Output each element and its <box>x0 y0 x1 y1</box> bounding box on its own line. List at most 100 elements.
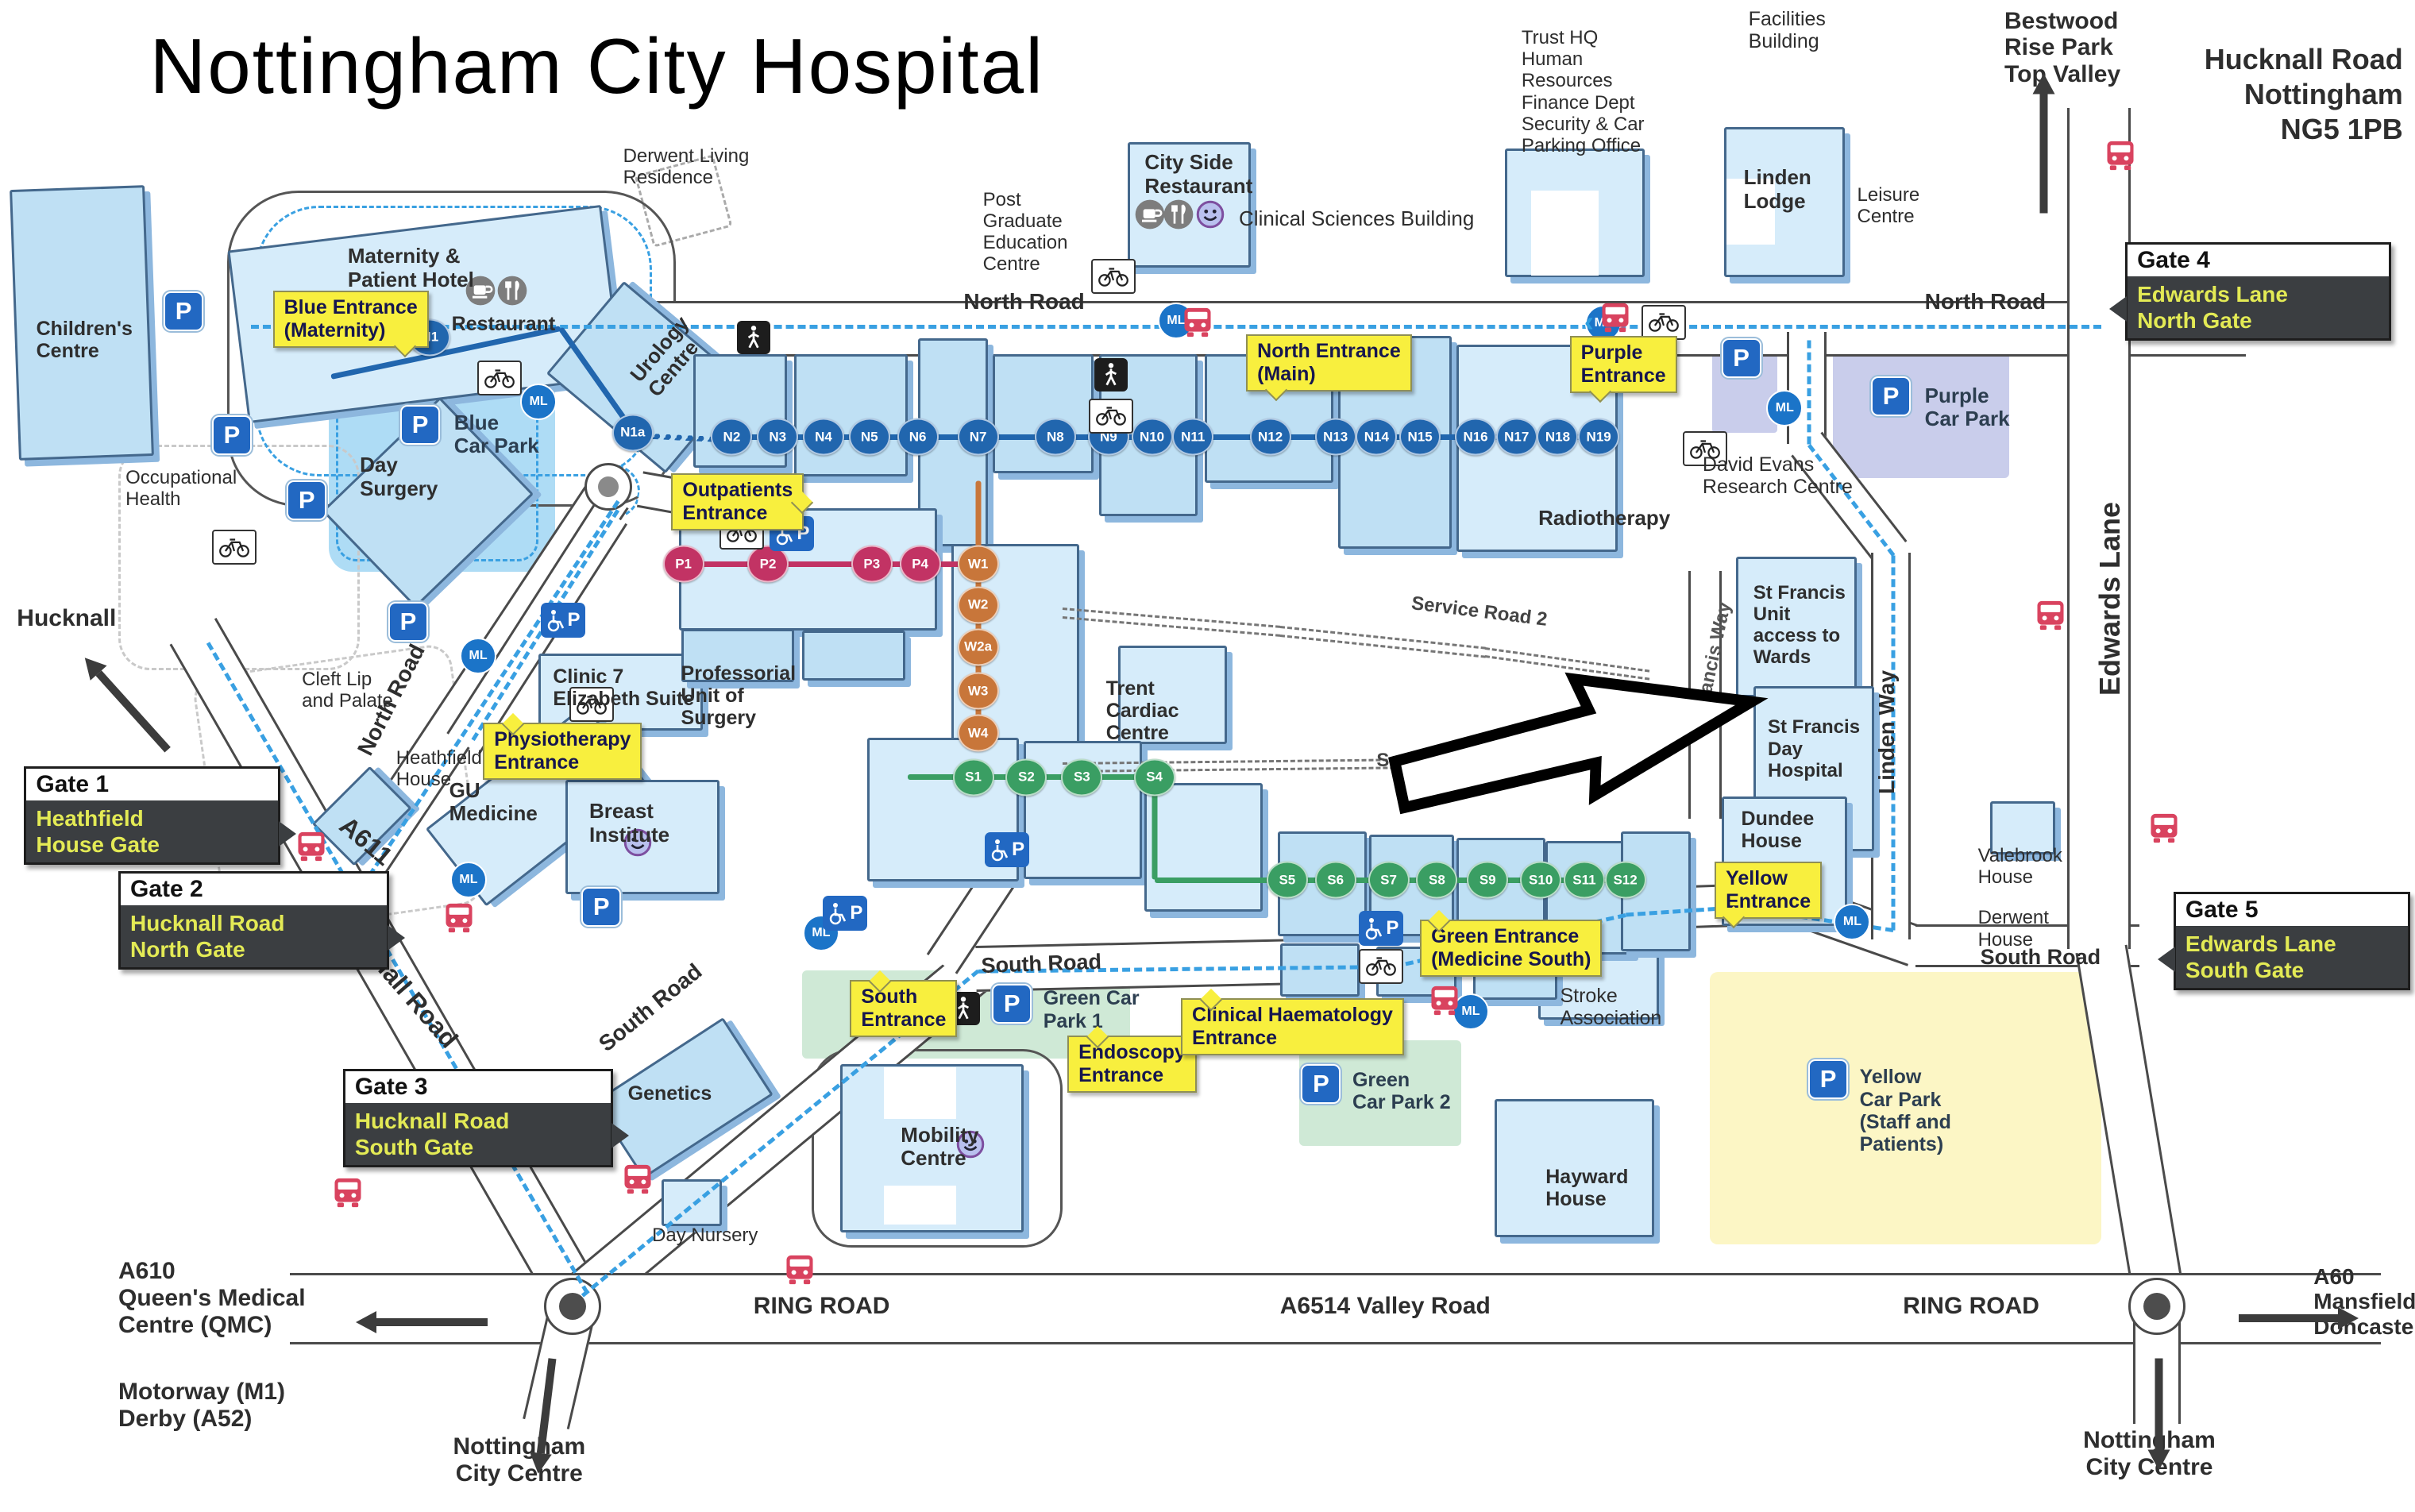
valebrook-house-building <box>1989 801 2055 855</box>
service-road-dash <box>1062 615 1280 637</box>
restaurant-icon <box>495 273 530 308</box>
yellow-car-park-label: Yellow Car Park (Staff and Patients) <box>1859 1066 1951 1156</box>
restaurant-label: Restaurant <box>451 313 556 336</box>
route-node-P4: P4 <box>899 545 941 583</box>
hucknall-arrow <box>75 646 179 758</box>
route-node-S1: S1 <box>952 758 994 796</box>
mansfield-arrow <box>2239 1306 2360 1334</box>
clinic-7-elizabeth-suite-label: Clinic 7 Elizabeth Suite <box>553 665 695 710</box>
bus-stop-icon <box>295 831 327 862</box>
cycle-parking-icon <box>1682 431 1727 467</box>
parking-icon: P <box>164 291 204 332</box>
route-node-N13: N13 <box>1314 418 1356 456</box>
cycle-parking-icon <box>1088 398 1133 434</box>
cleft-lip-palate-label: Cleft Lip and Palate <box>302 668 393 712</box>
a6514-valley-road-label: A6514 Valley Road <box>1279 1292 1491 1319</box>
route-node-W2a: W2a <box>957 628 999 666</box>
campus-roundabout-island <box>598 476 619 498</box>
gate-2-callout-pointer <box>387 924 405 951</box>
gate-1-callout-pointer <box>278 820 296 847</box>
route-node-N4: N4 <box>802 418 844 456</box>
route-node-N11: N11 <box>1172 418 1214 456</box>
mobility-loop-road <box>811 1049 1063 1248</box>
pedestrian-route-icon <box>736 320 770 354</box>
bus-stop-icon <box>622 1164 654 1194</box>
gate-2-callout-body: Hucknall Road North Gate <box>118 904 389 970</box>
hospital-block <box>681 629 795 682</box>
hospital-block <box>1144 783 1263 912</box>
gate-4-callout-title: Gate 4 <box>2125 241 2391 276</box>
ring-road-east-roundabout-island <box>2143 1293 2170 1321</box>
bus-stop-icon <box>1429 986 1460 1016</box>
city-side-restaurant-label: City Side Restaurant <box>1144 150 1253 198</box>
smiley-icon <box>953 1127 988 1162</box>
route-node-N17: N17 <box>1495 418 1537 456</box>
route-node-W1: W1 <box>957 545 999 583</box>
hospital-block <box>801 630 906 681</box>
gate-5-callout-body: Edwards Lane South Gate <box>2173 926 2410 991</box>
st-francis-unit-building <box>1736 556 1858 698</box>
direction-arrow-to-st-francis <box>1375 619 1774 855</box>
david-evans-research-centre-label: David Evans Research Centre <box>1702 453 1853 499</box>
parking-icon: P <box>1808 1059 1849 1100</box>
pedestrian-route-icon <box>1094 358 1128 392</box>
day-nursery-building <box>662 1179 723 1227</box>
trust-hq-label: Trust HQ Human Resources Finance Dept Se… <box>1521 27 1645 156</box>
yellow-car-park-area <box>1710 972 2101 1244</box>
cafe-icon <box>1132 197 1167 232</box>
city-centre-right-arrow <box>2143 1358 2170 1472</box>
route-node-W2: W2 <box>957 586 999 624</box>
breast-institute-building <box>565 780 720 894</box>
parking-icon: P <box>1721 338 1761 379</box>
edwards-lane-label: Edwards Lane <box>2093 501 2126 696</box>
a60-mansfield-label: A60 Mansfield Doncaster <box>2313 1263 2415 1339</box>
route-node-S7: S7 <box>1368 861 1410 899</box>
accessible-parking-icon: P <box>1359 911 1404 947</box>
route-node-N16: N16 <box>1455 418 1497 456</box>
bus-stop-icon <box>332 1178 364 1208</box>
trent-cardiac-centre-label: Trent Cardiac Centre <box>1105 677 1179 745</box>
hospital-block <box>1279 943 1360 997</box>
physiotherapy-entrance-callout-pointer <box>502 712 525 736</box>
mobility-link-icon: ML <box>1766 390 1804 427</box>
qmc-arrow <box>354 1306 488 1334</box>
south-road-right-label: South Road <box>1980 945 2101 969</box>
gu-medicine-label: GU Medicine <box>449 777 538 825</box>
st-francis-unit-label: St Francis Unit access to Wards <box>1753 582 1846 669</box>
linden-lodge-building <box>1724 126 1846 277</box>
day-nursery-label: Day Nursery <box>652 1225 758 1247</box>
accessible-parking-icon: P <box>540 602 585 638</box>
ring-road-left-label: RING ROAD <box>753 1292 890 1319</box>
st-francis-day-hospital-label: St Francis Day Hospital <box>1768 716 1861 781</box>
cycle-parking-icon <box>477 361 523 395</box>
green-entrance-callout: Green Entrance (Medicine South) <box>1420 909 1603 977</box>
stroke-association-label: Stroke Association <box>1560 984 1662 1029</box>
mobility-centre-label: Mobility Centre <box>901 1122 979 1171</box>
parking-icon: P <box>581 887 622 928</box>
professorial-unit-surgery-label: Professorial Unit of Surgery <box>681 662 797 730</box>
physiotherapy-entrance-callout: Physiotherapy Entrance <box>483 712 642 781</box>
route-node-S3: S3 <box>1061 758 1103 796</box>
gate-5-callout-title: Gate 5 <box>2173 892 2410 927</box>
route-node-N2: N2 <box>711 418 753 456</box>
bestwood-arrow <box>2031 72 2059 214</box>
building-notch <box>884 1067 957 1119</box>
smiley-icon <box>1193 197 1228 232</box>
route-direction-chevron: ‹ <box>1584 304 1594 338</box>
post-graduate-education-centre-label: Post Graduate Education Centre <box>982 189 1068 276</box>
route-node-P1: P1 <box>662 545 704 583</box>
childrens-centre-label: Children's Centre <box>36 317 133 363</box>
route-node-S9: S9 <box>1467 861 1509 899</box>
page-title: Nottingham City Hospital <box>149 21 1044 110</box>
route-node-N3: N3 <box>757 418 799 456</box>
cycle-parking-icon <box>211 530 257 565</box>
gate-3-callout-title: Gate 3 <box>342 1069 614 1104</box>
parking-icon: P <box>1871 376 1912 416</box>
route-node-S6: S6 <box>1314 861 1356 899</box>
cycle-parking-icon <box>1359 948 1404 984</box>
hucknall-direction-label: Hucknall <box>17 604 117 631</box>
outpatients-entrance-callout: Outpatients Entrance <box>671 472 814 530</box>
ring-road-east-roundabout <box>2128 1278 2185 1336</box>
